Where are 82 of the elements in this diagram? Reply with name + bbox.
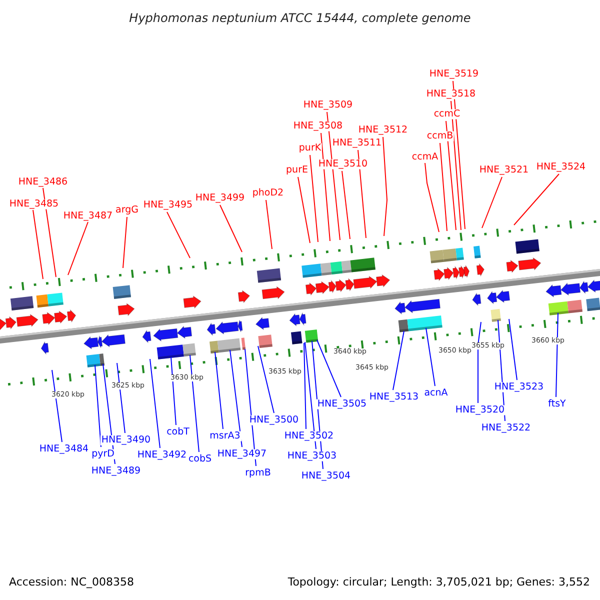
gene-label: HNE_3521: [478, 165, 530, 175]
leader-line: [424, 162, 440, 232]
gene-label: HNE_3508: [292, 121, 344, 131]
leader-line: [320, 132, 330, 242]
leader-line: [190, 354, 200, 452]
leader-line: [342, 170, 350, 240]
leader-line: [116, 362, 126, 434]
footer-note: Accession: NC_008358: [9, 576, 134, 588]
leader-line: [556, 312, 558, 398]
gene-label: HNE_3497: [216, 449, 268, 459]
leader-line: [358, 150, 366, 238]
gene-label: ftsY: [547, 399, 567, 409]
leader-line: [214, 352, 224, 430]
gene-label: HNE_3485: [8, 199, 60, 209]
leader-line: [304, 342, 306, 430]
gene-label: HNE_3499: [194, 193, 246, 203]
gene-label: HNE_3502: [283, 431, 335, 441]
gene-label: HNE_3504: [300, 471, 352, 481]
gene-label: argG: [114, 205, 140, 215]
gene-label: HNE_3520: [454, 405, 506, 415]
gene-label: phoD2: [251, 188, 285, 198]
leader-line: [450, 100, 462, 230]
leader-line: [150, 358, 160, 448]
leader-line: [310, 154, 318, 242]
leader-line: [258, 346, 274, 414]
gene-label: msrA3: [208, 431, 242, 441]
gene-label: pyrD: [90, 449, 116, 459]
leader-line: [266, 200, 272, 250]
gene-label: HNE_3522: [480, 423, 532, 433]
gene-label: HNE_3512: [357, 125, 409, 135]
gene-label: HNE_3523: [493, 382, 545, 392]
leader-line: [440, 142, 448, 232]
leader-line: [230, 350, 242, 448]
leader-line: [122, 216, 128, 268]
gene-label: rpmB: [244, 468, 272, 478]
gene-label: HNE_3495: [142, 200, 194, 210]
gene-label: HNE_3518: [425, 89, 477, 99]
leader-line: [508, 318, 518, 380]
gene-label: HNE_3505: [316, 399, 368, 409]
leader-line: [452, 80, 466, 230]
leader-line: [42, 188, 56, 278]
gene-label: cobT: [166, 427, 190, 437]
gene-label: HNE_3513: [368, 392, 420, 402]
gene-label: HNE_3519: [428, 69, 480, 79]
gene-label: HNE_3524: [535, 162, 587, 172]
leader-line: [52, 370, 62, 442]
leader-line: [514, 174, 560, 226]
leader-line: [298, 176, 310, 244]
gene-label: HNE_3509: [302, 100, 354, 110]
leader-line: [316, 340, 342, 398]
gene-label: acnA: [423, 388, 449, 398]
leader-line: [426, 328, 436, 386]
leader-line: [304, 342, 316, 450]
footer-note: Topology: circular; Length: 3,705,021 bp; Genes: 3,552: [288, 576, 590, 588]
gene-label: HNE_3492: [136, 450, 188, 460]
gene-label: HNE_3486: [17, 177, 69, 187]
gene-label: HNE_3487: [62, 211, 114, 221]
gene-label: HNE_3500: [248, 415, 300, 425]
gene-label: ccmA: [410, 152, 440, 162]
gene-label: HNE_3489: [90, 466, 142, 476]
leader-line: [220, 204, 242, 252]
gene-label: ccmC: [432, 109, 462, 119]
gene-label: HNE_3484: [38, 444, 90, 454]
leader-line: [68, 222, 88, 276]
gene-label: HNE_3511: [331, 138, 383, 148]
leader-line: [32, 210, 44, 280]
gene-label: cobS: [187, 454, 213, 464]
gene-label: ccmB: [426, 131, 454, 141]
leader-line: [446, 120, 456, 230]
title: Hyphomonas neptunium ATCC 15444, complete genome: [129, 12, 471, 24]
gene-label: HNE_3510: [317, 159, 369, 169]
leader-line: [392, 330, 404, 390]
leader-line: [170, 356, 176, 426]
gene-label: purK: [298, 143, 322, 153]
leader-line: [166, 212, 190, 258]
gene-label: purE: [285, 165, 309, 175]
leader-line: [478, 322, 482, 404]
gene-label: HNE_3503: [286, 451, 338, 461]
gene-label: HNE_3490: [100, 435, 152, 445]
leader-line: [482, 176, 502, 228]
leader-line: [94, 364, 102, 448]
leader-line: [382, 136, 388, 236]
